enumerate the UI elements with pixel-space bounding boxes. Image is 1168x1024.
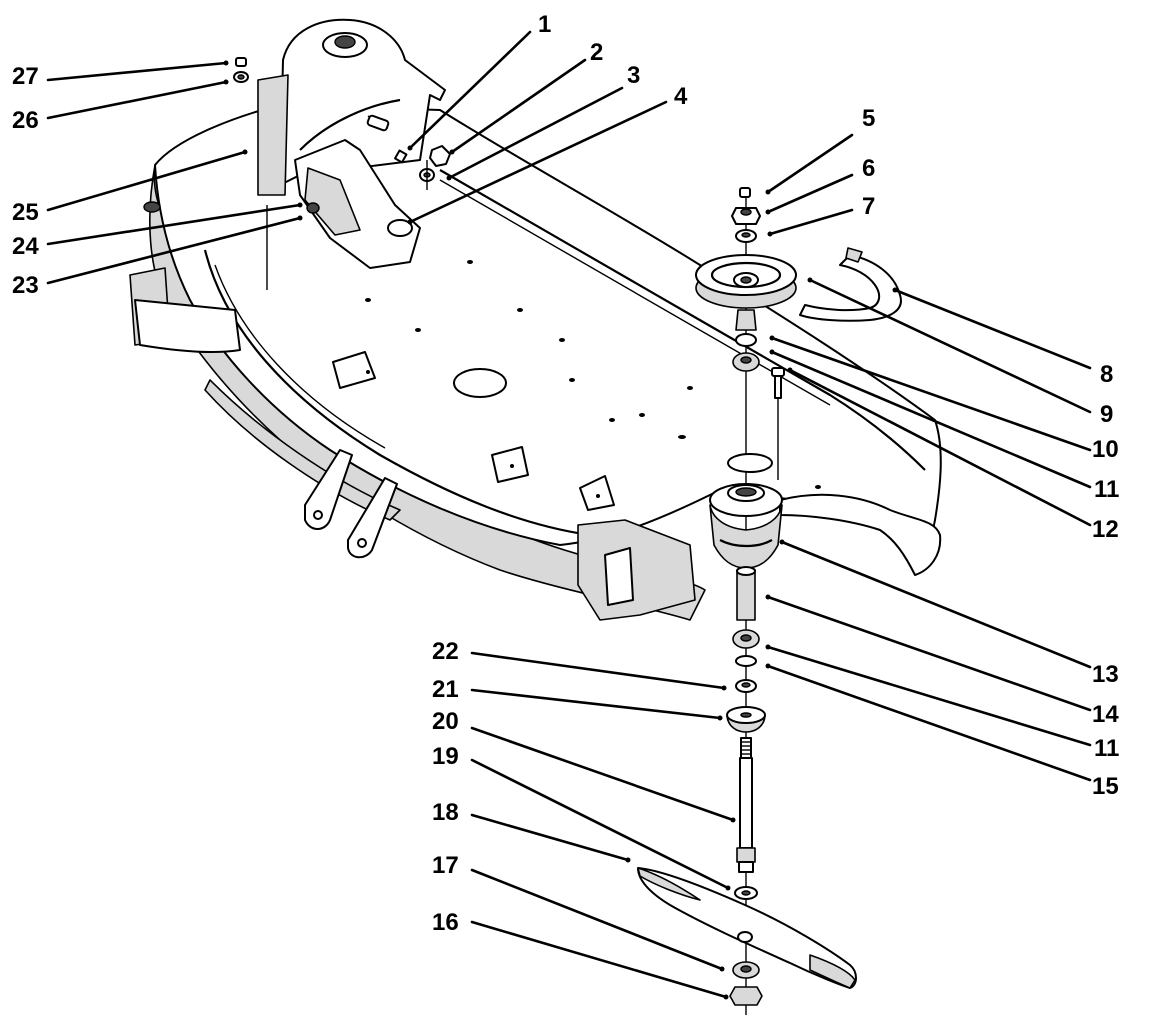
callout-labels: 1 2 3 4 5 6 7 8 9 10 11 12 13 14 11 15 1… [12, 11, 1119, 936]
belt-shroud [257, 18, 446, 196]
callout-26: 26 [12, 107, 39, 134]
callout-2: 2 [590, 39, 603, 66]
callout-4: 4 [674, 83, 688, 110]
mower-deck [129, 104, 942, 621]
callout-17: 17 [432, 852, 459, 879]
callout-9: 9 [1100, 401, 1113, 428]
callout-10: 10 [1092, 436, 1119, 463]
callout-1: 1 [538, 11, 551, 38]
leader-dots [223, 60, 898, 1000]
callout-6: 6 [862, 155, 875, 182]
leader-lines [46, 30, 1092, 999]
callout-11-lower: 11 [1094, 735, 1119, 762]
callout-7: 7 [862, 193, 875, 220]
spindle-assembly [637, 187, 902, 1015]
idler-bracket [294, 114, 421, 269]
shroud-bolt [233, 57, 249, 83]
callout-21: 21 [432, 676, 459, 703]
callout-15: 15 [1092, 773, 1119, 800]
callout-8: 8 [1100, 361, 1113, 388]
callout-5: 5 [862, 105, 875, 132]
callout-19: 19 [432, 743, 459, 770]
callout-18: 18 [432, 799, 459, 826]
callout-27: 27 [12, 63, 39, 90]
callout-13: 13 [1092, 661, 1119, 688]
callout-14: 14 [1092, 701, 1119, 728]
callout-23: 23 [12, 272, 39, 299]
callout-12: 12 [1092, 516, 1119, 543]
callout-20: 20 [432, 708, 459, 735]
callout-24: 24 [12, 233, 39, 260]
callout-3: 3 [627, 62, 640, 89]
idler-hardware [394, 145, 451, 190]
callout-25: 25 [12, 199, 39, 226]
callout-11-upper: 11 [1094, 476, 1119, 503]
callout-16: 16 [432, 909, 459, 936]
callout-22: 22 [432, 638, 459, 665]
